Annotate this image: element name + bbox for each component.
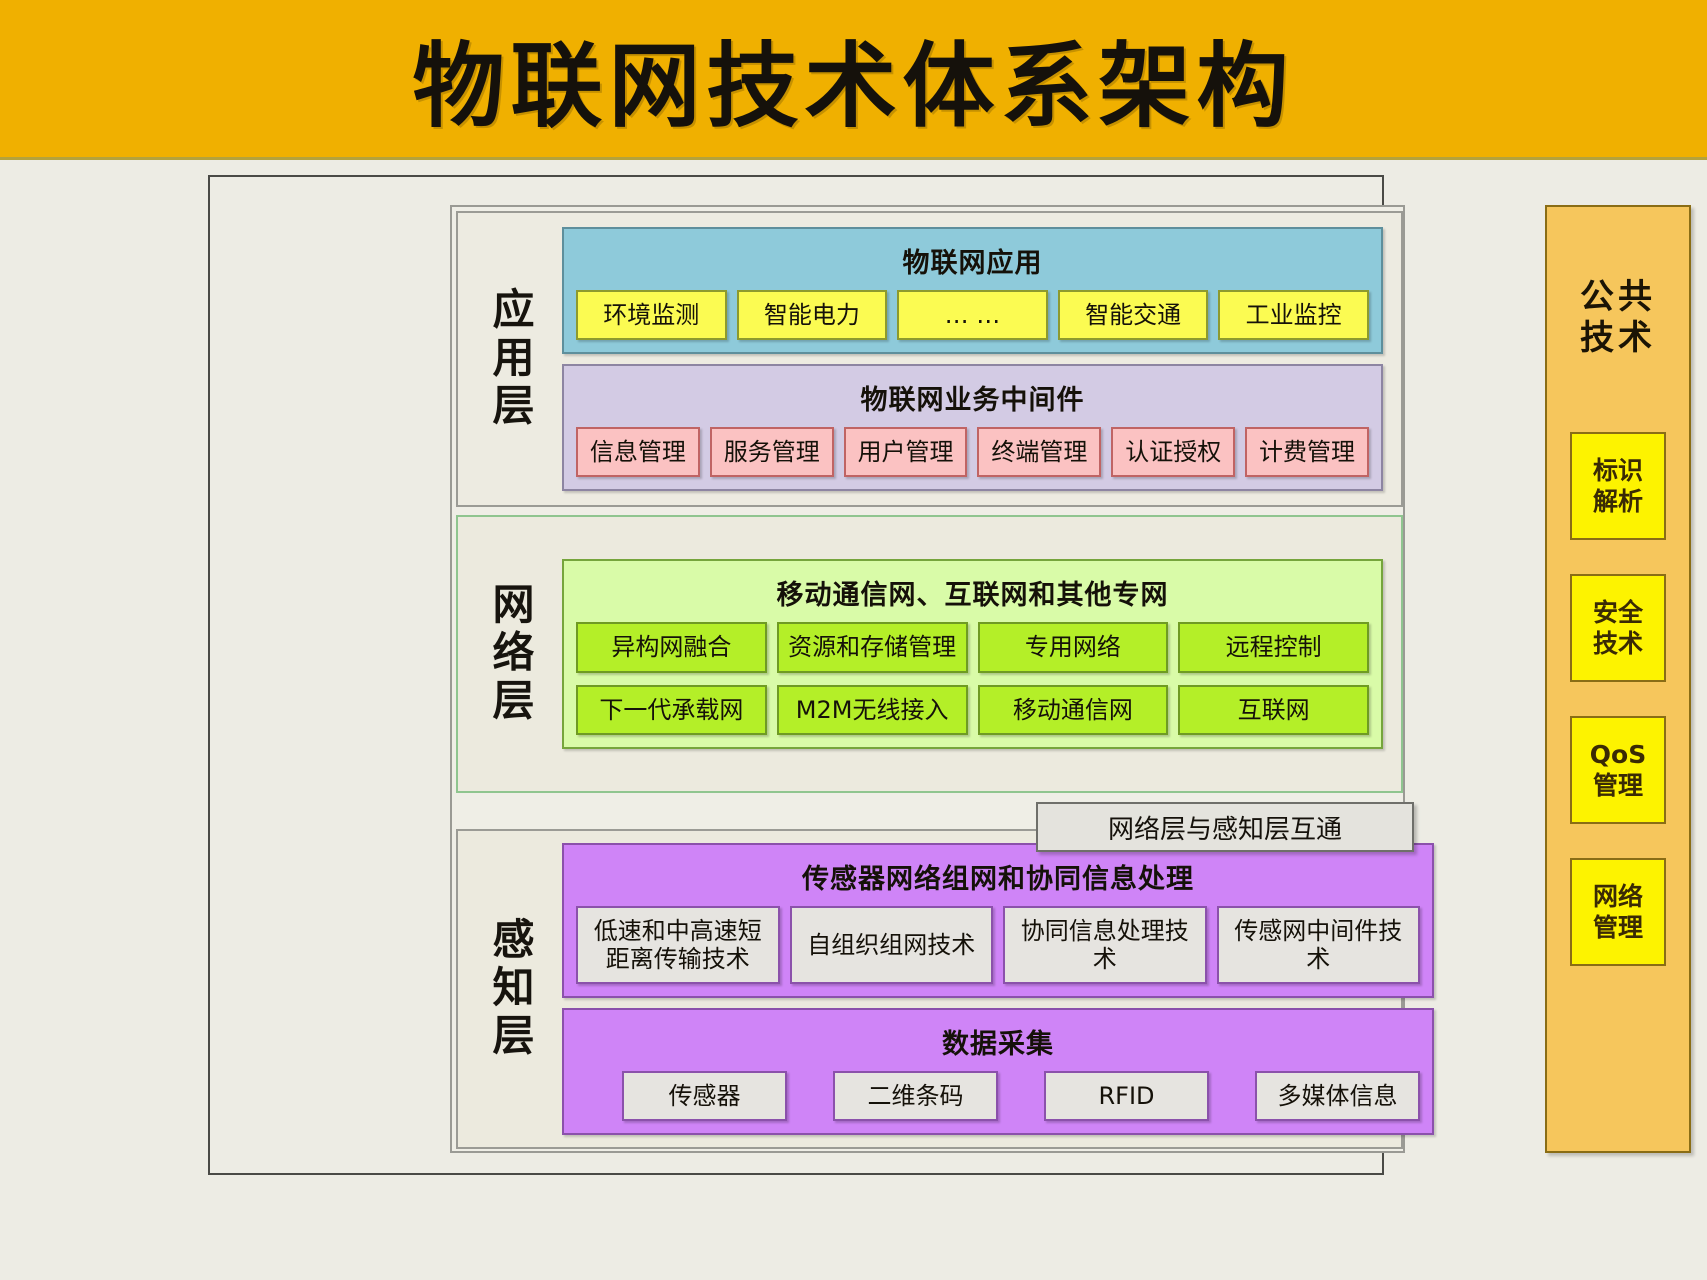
sidebar-public-technologies: 公共 技术 标识 解析 安全 技术 bbox=[1545, 205, 1691, 1153]
sidebar-item-security-technology-line-1: 安全 bbox=[1592, 597, 1643, 627]
chip-heterogeneous-network-convergence[interactable]: 异构网融合 bbox=[576, 622, 767, 673]
chip-row-iot-middleware: 信息管理 服务管理 用户管理 终端管理 认证授权 计费管理 bbox=[576, 427, 1369, 478]
sidebar-item-list: 标识 解析 安全 技术 QoS 管理 bbox=[1570, 431, 1666, 966]
chip-billing-management[interactable]: 计费管理 bbox=[1245, 427, 1369, 478]
title-banner: 物联网技术体系架构 bbox=[0, 0, 1707, 160]
chip-mobile-communication-network[interactable]: 移动通信网 bbox=[977, 684, 1169, 735]
sidebar-title: 公共 技术 bbox=[1580, 277, 1656, 360]
chip-service-management[interactable]: 服务管理 bbox=[709, 427, 834, 478]
panel-title-data-acquisition: 数据采集 bbox=[942, 1029, 1054, 1061]
sidebar-item-qos-management[interactable]: QoS 管理 bbox=[1570, 715, 1666, 824]
layer-network: 网络层 移动通信网、互联网和其他专网 异构网融合 资源和存储管理 专用网络 远程… bbox=[456, 515, 1403, 793]
chip-next-generation-bearer-network[interactable]: 下一代承载网 bbox=[576, 684, 767, 735]
panel-sensor-network: 传感器网络组网和协同信息处理 低速和中高速短距离传输技术 自组织组网技术 协同信… bbox=[562, 842, 1434, 999]
layer-stack-frame: 应用层 物联网应用 环境监测 智能电力 … … 智能交通 工业监控 物联 bbox=[450, 205, 1434, 1153]
sidebar-item-qos-management-line-2: 管理 bbox=[1592, 770, 1643, 800]
page-title: 物联网技术体系架构 bbox=[412, 33, 1295, 140]
chip-collaborative-processing[interactable]: 协同信息处理技术 bbox=[1003, 905, 1207, 985]
interop-network-perception: 网络层与感知层互通 bbox=[1036, 802, 1414, 852]
diagram-canvas: 应用层 物联网应用 环境监测 智能电力 … … 智能交通 工业监控 物联 bbox=[0, 163, 1707, 1280]
chip-row-sensor-network: 低速和中高速短距离传输技术 自组织组网技术 协同信息处理技术 传感网中间件技术 bbox=[576, 905, 1420, 985]
layer-body-network: 移动通信网、互联网和其他专网 异构网融合 资源和存储管理 专用网络 远程控制 下… bbox=[562, 517, 1401, 791]
architecture-outer-frame: 应用层 物联网应用 环境监测 智能电力 … … 智能交通 工业监控 物联 bbox=[208, 175, 1691, 1175]
panel-iot-applications: 物联网应用 环境监测 智能电力 … … 智能交通 工业监控 bbox=[562, 226, 1383, 354]
panel-title-sensor-network: 传感器网络组网和协同信息处理 bbox=[802, 863, 1194, 895]
panel-title-iot-middleware: 物联网业务中间件 bbox=[860, 385, 1085, 416]
chip-ellipsis[interactable]: … … bbox=[897, 289, 1048, 340]
chip-internet[interactable]: 互联网 bbox=[1178, 684, 1369, 735]
chip-smart-power[interactable]: 智能电力 bbox=[736, 289, 888, 340]
chip-qr-code[interactable]: 二维条码 bbox=[833, 1071, 998, 1122]
sidebar-title-line-1: 公共 bbox=[1580, 277, 1656, 317]
chip-rfid[interactable]: RFID bbox=[1044, 1071, 1209, 1122]
sidebar-item-security-technology[interactable]: 安全 技术 bbox=[1570, 573, 1666, 682]
layer-perception: 感知层 传感器网络组网和协同信息处理 低速和中高速短距离传输技术 自组织组网技术… bbox=[456, 829, 1434, 1149]
chip-self-organizing-network[interactable]: 自组织组网技术 bbox=[789, 905, 993, 985]
panel-iot-middleware: 物联网业务中间件 信息管理 服务管理 用户管理 终端管理 认证授权 计费管理 bbox=[562, 364, 1383, 492]
layer-label-perception: 感知层 bbox=[486, 917, 535, 1061]
chip-row-network-top: 异构网融合 资源和存储管理 专用网络 远程控制 bbox=[576, 622, 1369, 673]
chip-sensor-network-middleware[interactable]: 传感网中间件技术 bbox=[1216, 905, 1420, 985]
chip-row-network-bottom: 下一代承载网 M2M无线接入 移动通信网 互联网 bbox=[576, 684, 1369, 735]
sidebar-item-qos-management-line-1: QoS bbox=[1589, 739, 1647, 769]
chip-information-management[interactable]: 信息管理 bbox=[576, 427, 700, 478]
sidebar-item-identifier-resolution-line-1: 标识 bbox=[1592, 455, 1643, 485]
chip-row-data-acquisition: 传感器 二维条码 RFID 多媒体信息 bbox=[576, 1071, 1420, 1122]
layer-label-application: 应用层 bbox=[486, 287, 535, 431]
panel-network-technologies: 移动通信网、互联网和其他专网 异构网融合 资源和存储管理 专用网络 远程控制 下… bbox=[562, 559, 1383, 749]
sidebar-item-identifier-resolution-line-2: 解析 bbox=[1592, 486, 1643, 516]
chip-m2m-wireless-access[interactable]: M2M无线接入 bbox=[776, 684, 968, 735]
chip-row-iot-applications: 环境监测 智能电力 … … 智能交通 工业监控 bbox=[576, 289, 1369, 340]
layer-application: 应用层 物联网应用 环境监测 智能电力 … … 智能交通 工业监控 物联 bbox=[456, 211, 1403, 507]
chip-multimedia-info[interactable]: 多媒体信息 bbox=[1255, 1071, 1420, 1122]
chip-resource-storage-management[interactable]: 资源和存储管理 bbox=[776, 622, 968, 673]
layer-label-network: 网络层 bbox=[486, 582, 535, 726]
sidebar-item-identifier-resolution[interactable]: 标识 解析 bbox=[1570, 431, 1666, 540]
sidebar-item-network-management-line-1: 网络 bbox=[1592, 881, 1643, 911]
sidebar-item-security-technology-line-2: 技术 bbox=[1592, 628, 1643, 658]
panel-data-acquisition: 数据采集 传感器 二维条码 RFID 多媒体信息 bbox=[562, 1008, 1434, 1136]
panel-title-iot-applications: 物联网应用 bbox=[902, 247, 1043, 279]
chip-industrial-monitoring[interactable]: 工业监控 bbox=[1218, 289, 1369, 340]
layer-body-application: 物联网应用 环境监测 智能电力 … … 智能交通 工业监控 物联网业务中间件 信… bbox=[562, 213, 1401, 505]
chip-remote-control[interactable]: 远程控制 bbox=[1178, 622, 1369, 673]
chip-smart-transport[interactable]: 智能交通 bbox=[1057, 289, 1209, 340]
chip-sensor[interactable]: 传感器 bbox=[622, 1071, 787, 1122]
sidebar-item-network-management-line-2: 管理 bbox=[1592, 912, 1643, 942]
chip-terminal-management[interactable]: 终端管理 bbox=[977, 427, 1102, 478]
sidebar-item-network-management[interactable]: 网络 管理 bbox=[1570, 857, 1666, 966]
chip-user-management[interactable]: 用户管理 bbox=[843, 427, 968, 478]
chip-authentication[interactable]: 认证授权 bbox=[1111, 427, 1236, 478]
chip-environment-monitoring[interactable]: 环境监测 bbox=[576, 289, 727, 340]
sidebar-title-line-2: 技术 bbox=[1580, 318, 1656, 359]
layer-body-perception: 传感器网络组网和协同信息处理 低速和中高速短距离传输技术 自组织组网技术 协同信… bbox=[562, 831, 1452, 1147]
chip-dedicated-network[interactable]: 专用网络 bbox=[977, 622, 1169, 673]
panel-title-network-technologies: 移动通信网、互联网和其他专网 bbox=[776, 580, 1169, 612]
chip-short-distance-transmission[interactable]: 低速和中高速短距离传输技术 bbox=[576, 905, 780, 985]
